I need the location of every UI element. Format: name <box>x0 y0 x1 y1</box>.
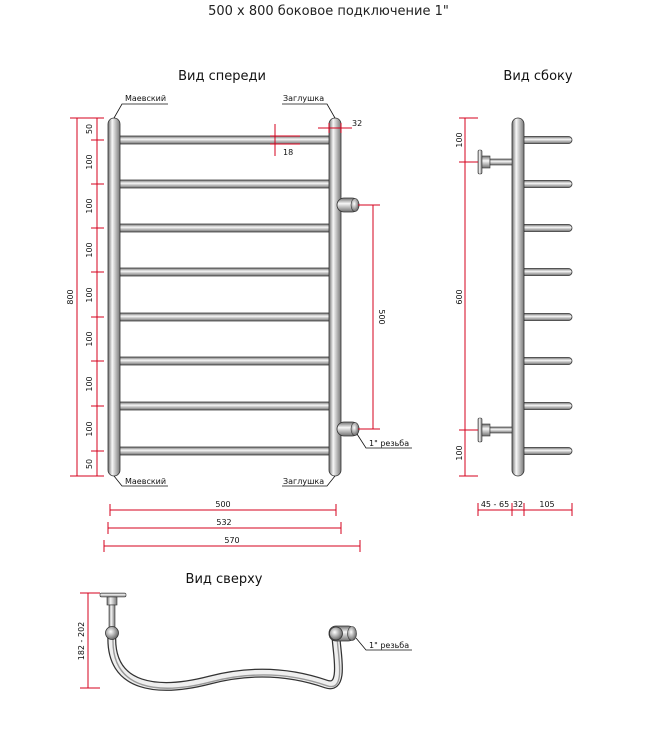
lower-connector-end <box>350 422 360 436</box>
top-wall-flange <box>99 592 127 598</box>
dim-seg-6: 100 <box>85 376 94 391</box>
label-mayevsky-bottom: Маевский <box>125 477 166 486</box>
page-title: 500 x 800 боковое подключение 1" <box>208 4 449 19</box>
leader-mayevsky-top <box>113 103 168 119</box>
dim-side-offset: 45 - 65 <box>481 500 509 509</box>
side-view-title: Вид сбоку <box>503 69 572 84</box>
left-pipe <box>107 117 121 477</box>
dim-seg-5: 100 <box>85 331 94 346</box>
side-bar-7 <box>519 402 573 410</box>
dim-seg-3: 100 <box>85 242 94 257</box>
front-bars <box>109 135 339 456</box>
dim-800: 800 <box>66 289 75 304</box>
front-bar-5 <box>109 312 339 322</box>
upper-connector-end <box>350 198 360 212</box>
dim-seg-8: 50 <box>85 459 94 469</box>
dim-500: 500 <box>215 500 230 509</box>
dim-570: 570 <box>224 536 239 545</box>
front-view-title: Вид спереди <box>178 69 266 84</box>
side-bars <box>519 136 573 455</box>
side-bar-1 <box>519 136 573 144</box>
label-thread-front: 1" резьба <box>369 439 409 448</box>
top-view: 1" резьба 182 - 202 <box>77 592 412 691</box>
label-plug-top: Заглушка <box>283 94 324 103</box>
front-bar-1 <box>109 135 339 145</box>
label-thread-top: 1" резьба <box>369 641 409 650</box>
front-bar-8 <box>109 446 339 456</box>
leader-plug-bottom <box>282 475 336 487</box>
side-bar-6 <box>519 357 573 365</box>
front-bar-6 <box>109 356 339 366</box>
front-bar-3 <box>109 223 339 233</box>
dim-532: 532 <box>216 518 231 527</box>
dim-side-mid: 600 <box>455 289 464 304</box>
dim-depth: 182 - 202 <box>77 622 86 661</box>
leader-mayevsky-bottom <box>113 475 168 487</box>
dim-seg-1: 100 <box>85 154 94 169</box>
dim-side-bar: 105 <box>539 500 554 509</box>
bracket-bottom <box>477 417 513 443</box>
side-bar-4 <box>519 268 573 276</box>
front-bar-7 <box>109 401 339 411</box>
top-view-title: Вид сверху <box>186 572 263 587</box>
top-bar <box>108 629 342 690</box>
dim-32: 32 <box>352 119 362 128</box>
front-bar-2 <box>109 179 339 189</box>
dim-side-top: 100 <box>455 132 464 147</box>
side-bar-2 <box>519 180 573 188</box>
leader-thread-top <box>355 637 412 651</box>
side-pipe <box>511 117 525 477</box>
segment-labels: 50 100 100 100 100 100 100 100 50 <box>85 124 94 469</box>
segment-ticks <box>91 117 104 477</box>
side-bar-8 <box>519 447 573 455</box>
dim-seg-0: 50 <box>85 124 94 134</box>
front-bar-4 <box>109 267 339 277</box>
dim-18: 18 <box>283 148 293 157</box>
side-view: 100 600 100 45 - 65 32 105 <box>455 117 573 516</box>
dim-side-pipe: 32 <box>513 500 523 509</box>
leader-thread-front <box>356 433 412 449</box>
dim-seg-2: 100 <box>85 198 94 213</box>
leader-plug-top <box>282 103 336 119</box>
right-pipe <box>328 117 342 477</box>
dim-seg-4: 100 <box>85 287 94 302</box>
side-bar-5 <box>519 313 573 321</box>
front-view: Маевский Заглушка Маевский Заглушка 1" р… <box>66 94 412 552</box>
dim-seg-7: 100 <box>85 421 94 436</box>
label-plug-bottom: Заглушка <box>283 477 324 486</box>
top-left-pipe <box>105 626 119 640</box>
dim-side-bottom: 100 <box>455 445 464 460</box>
bracket-top <box>477 149 513 175</box>
dim-connection: 500 <box>377 309 386 324</box>
label-mayevsky-top: Маевский <box>125 94 166 103</box>
side-bar-3 <box>519 224 573 232</box>
